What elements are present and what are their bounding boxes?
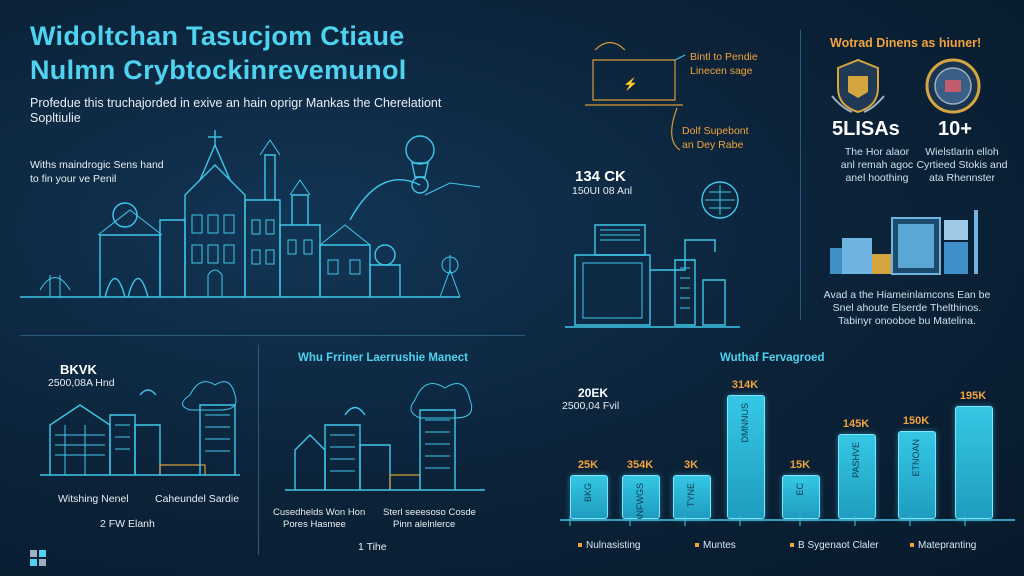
chart-bar-label-4: 314K — [731, 379, 759, 391]
chart-bar-text-1: BKG — [583, 483, 593, 503]
bottom-left-divider — [258, 345, 259, 555]
chart-bar-label-7: 150K — [902, 415, 930, 428]
chart-bar-label-3: 3K — [683, 459, 699, 471]
bottom-mid-caption1-line1: Cusedhelds Won Hon — [273, 507, 366, 518]
legend-item-3: B Sygenaot Claler — [790, 540, 879, 551]
right-stat2-value: 10+ — [938, 118, 972, 140]
callout2-line1: Dolf Supebont — [682, 125, 749, 137]
devices-icon-group — [830, 210, 978, 275]
chart-side-value: 20EK — [578, 386, 609, 400]
right-panel-heading: Wotrad Dinens as hiuner! — [830, 36, 982, 50]
svg-text:⚡: ⚡ — [623, 77, 638, 91]
chart-bar-label-8: 195K — [959, 389, 987, 402]
right-footer-line2: Snel ahoute Elserde Thelthinos. — [832, 302, 982, 314]
chart-bar-4 — [727, 395, 765, 519]
callout2-line2: an Dey Rabe — [682, 139, 744, 151]
chart-bar-text-7: ETNOAN — [911, 439, 921, 477]
bottom-mid-heading: Whu Frriner Laerrushie Manect — [298, 352, 468, 364]
right-stat2-line2: Cyrtieed Stokis and — [916, 159, 1008, 171]
right-footer-line3: Tabinyr onooboe bu Matelina. — [838, 315, 976, 327]
right-stat1-line1: The Hor alaor — [844, 146, 910, 158]
chart-bar-3 — [673, 475, 711, 519]
chart-bar-text-4: DMNNUS — [740, 403, 750, 443]
page-title-line2: Nulmn Crybtockinrevemunol — [30, 55, 407, 85]
right-stat1-value: 5LISAs — [832, 118, 900, 140]
callout1-line2: Linecen sage — [690, 65, 753, 77]
legend-item-4: Matepranting — [910, 540, 976, 551]
chart-bar-8 — [955, 405, 993, 519]
device-illustration: ⚡ — [565, 41, 740, 328]
city-illustration-middle — [285, 383, 485, 491]
right-stat2-line3: ata Rhennster — [929, 172, 995, 184]
chart-bar-label-5: 15K — [789, 459, 811, 471]
legend-item-2: Muntes — [695, 540, 736, 551]
right-stat2-line1: Wielstlarin elloh — [925, 146, 999, 158]
chart-bar-7 — [898, 431, 936, 519]
chart-bar-5 — [782, 475, 820, 519]
chart-bar-text-5: EC — [795, 483, 805, 496]
bottom-mid-footer: 1 Tihe — [358, 541, 387, 553]
chart-side-caption: 2500,04 Fvil — [562, 400, 620, 412]
chart-bar-label-1: 25K — [577, 459, 599, 471]
bottom-left-stat-caption: 2500,08A Hnd — [48, 377, 115, 389]
shield-badge-icon — [831, 58, 885, 114]
chart-bar-label-6: 145K — [842, 418, 870, 431]
cathedral-illustration — [20, 130, 481, 298]
chart-bar-text-3: TYNE — [686, 483, 696, 508]
logo-icon — [30, 550, 46, 566]
bottom-left-caption2: Caheundel Sardie — [155, 493, 240, 505]
right-panel-divider — [800, 30, 801, 320]
page-subtitle-line2: Sopltiulie — [30, 111, 81, 125]
callout1-line1: Bintl to Pendie — [690, 51, 758, 63]
chart-bar-1 — [570, 475, 608, 519]
middle-stat-value: 134 CK — [575, 168, 626, 185]
bottom-left-stat-value: BKVK — [60, 362, 97, 377]
bottom-mid-caption1-line2: Pores Hasmee — [283, 519, 346, 530]
chart-bar-text-6: PASHVE — [851, 442, 861, 479]
bottom-mid-caption2-line2: Pinn alelnlerce — [393, 519, 456, 530]
bottom-left-footer: 2 FW Elanh — [100, 518, 155, 530]
chart-bar-2 — [622, 475, 660, 519]
page-title-line1: Widoltchan Tasucjom Ctiaue — [30, 21, 405, 51]
chart-heading: Wuthaf Fervagroed — [720, 352, 825, 364]
bottom-mid-caption2-line1: Sterl seeesoso Cosde — [383, 507, 476, 518]
chart-baseline — [560, 516, 1015, 526]
legend-item-1: Nulnasisting — [578, 540, 640, 551]
city-illustration-left — [40, 381, 240, 476]
middle-stat-caption: 150UI 08 Anl — [572, 185, 633, 197]
page-subtitle-line1: Profedue this truchajorded in exive an h… — [30, 96, 442, 110]
left-note-line2: to fin your ve Penil — [30, 173, 117, 185]
right-stat1-line3: anel hoothing — [845, 172, 909, 184]
chart-bar-label-2: 354K — [626, 459, 654, 471]
bottom-left-caption1: Witshing Nenel — [58, 493, 129, 505]
left-note-line1: Withs maindrogic Sens hand — [30, 159, 164, 171]
bottom-divider — [20, 335, 525, 336]
chart-bar-6 — [838, 434, 876, 519]
circular-seal-icon — [925, 58, 981, 114]
right-stat1-line2: anl remah agoc — [840, 159, 914, 171]
right-footer-line1: Avad a the Hiameinlamcons Ean be — [823, 289, 991, 301]
